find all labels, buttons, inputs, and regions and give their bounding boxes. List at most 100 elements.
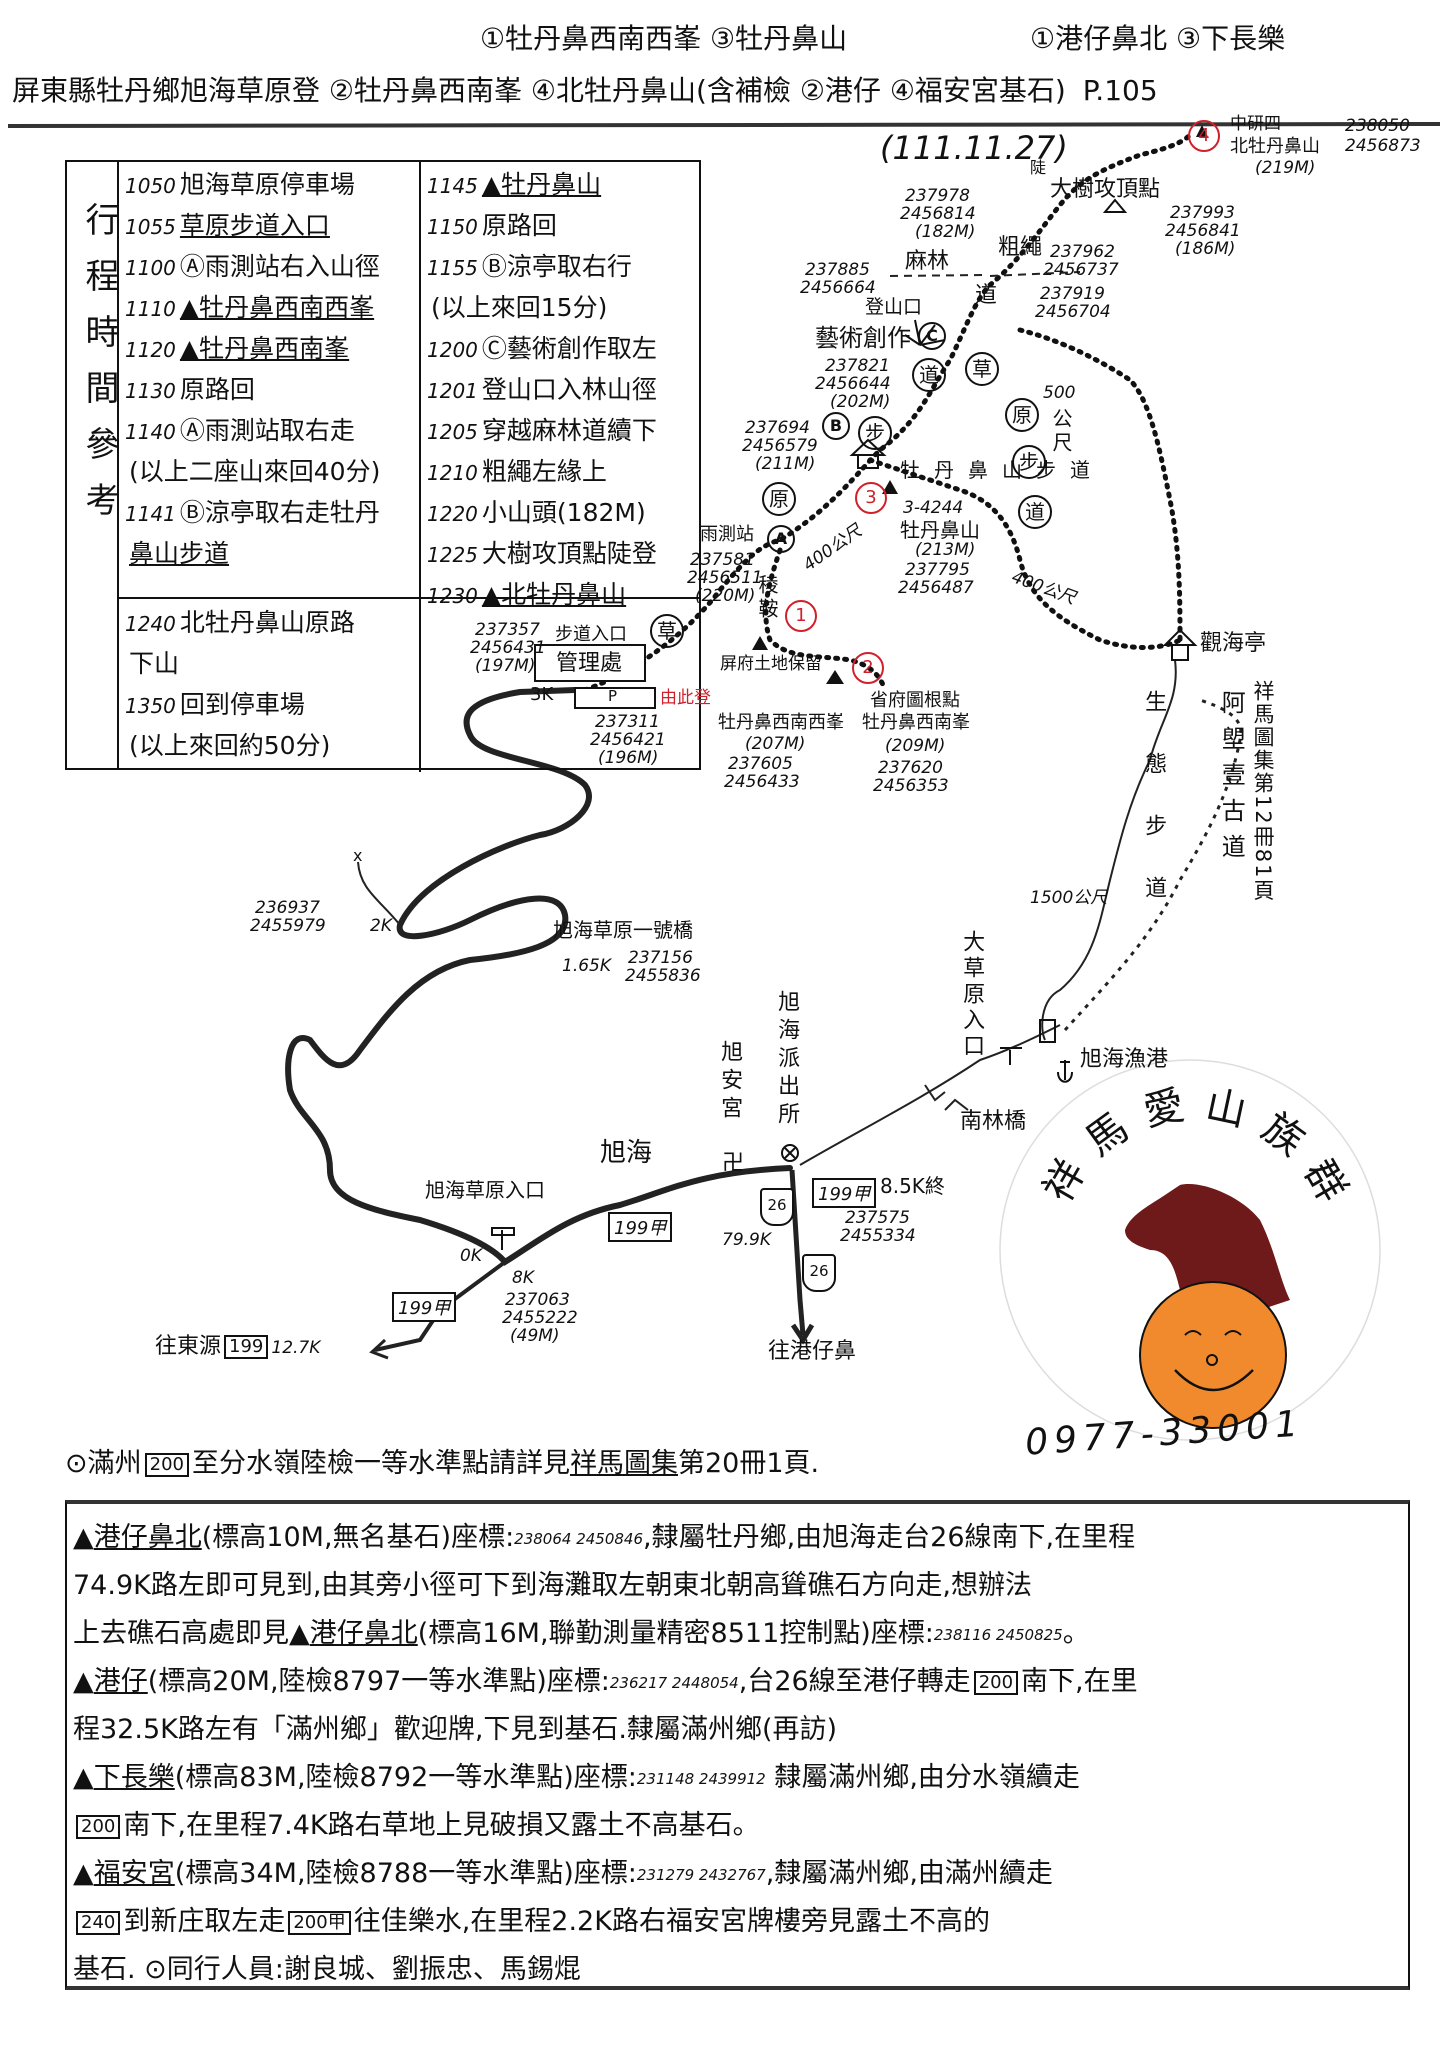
schedule-text: 回到停車場: [179, 690, 305, 719]
eco-trail-label: 生態步道: [1141, 690, 1167, 938]
km-0k: 0K: [460, 1246, 482, 1266]
schedule-text: Ⓐ雨測站取右走: [179, 416, 355, 445]
police-station-label: 旭海派出所: [774, 990, 800, 1130]
gate-elev: (49M): [510, 1326, 560, 1346]
text-segment: 往佳樂水,在里程2.2K路右福安宮牌樓旁見露土不高的: [353, 1906, 990, 1937]
road-26-south: [789, 1169, 815, 1345]
km-8k: 8K: [512, 1268, 534, 1288]
schedule-text: ▲牡丹鼻山: [481, 170, 602, 199]
hill-coord2: 2456814: [900, 204, 976, 224]
schedule-time: 1150: [427, 215, 478, 239]
peak2-elev: (209M): [885, 736, 946, 756]
schedule-text: 下山: [129, 649, 180, 678]
grassland-entrance-label: 大草原入口: [959, 930, 985, 1060]
schedule-row: 下山: [125, 643, 355, 684]
text-segment: (標高83M,陸檢8792一等水準點)座標:: [174, 1762, 637, 1793]
lookout-label: 觀海亭: [1200, 631, 1267, 656]
entrance-coord1: 237357: [475, 620, 540, 640]
text-segment: 第20冊1頁.: [677, 1448, 820, 1479]
gate-icon: [1000, 1019, 1056, 1065]
east-coord2: 2456704: [1035, 302, 1111, 322]
details-box: ▲港仔鼻北(標高10M,無名基石)座標:238064 2450846,隸屬牡丹鄉…: [65, 1500, 1410, 1990]
peak3-coord1: 237795: [905, 560, 970, 580]
schedule-time: 1201: [427, 379, 478, 403]
text-segment: ▲: [73, 1858, 94, 1889]
route-sign: 200: [144, 1452, 189, 1477]
peak1-coord2: 2456433: [724, 772, 800, 792]
bigtree-elev: (186M): [1175, 239, 1236, 259]
peak3-name: 牡丹鼻山: [900, 518, 980, 542]
club-logo: [999, 1059, 1381, 1441]
route-sign: 240: [76, 1910, 121, 1935]
parking-coord2: 2456421: [590, 730, 666, 750]
trail-entrance-label: 步道入口: [555, 624, 627, 645]
gate-icon: [491, 1227, 515, 1250]
peak1-name: 牡丹鼻西南西峯: [718, 712, 844, 733]
details-line: ▲港仔(標高20M,陸檢8797一等水準點)座標:236217 2448054,…: [73, 1658, 1402, 1706]
bridge-nanlin-icon: [924, 1084, 969, 1111]
schedule-text: (以上來回約50分): [129, 731, 331, 760]
side-label-text: 行程時間參考: [79, 202, 119, 538]
peak1-coord1: 237605: [728, 754, 793, 774]
text-segment: 程32.5K路左有「滿州鄉」歡迎牌,下見到基石.隸屬滿州鄉(再訪): [73, 1714, 838, 1745]
text-segment: ▲: [73, 1522, 94, 1553]
management-office-label: 管理處: [556, 651, 623, 676]
trail-char: 原: [762, 482, 796, 516]
peak2-name: 牡丹鼻西南峯: [862, 712, 970, 733]
hill-coord1: 237978: [905, 186, 970, 206]
rain-coord2: 2456511: [687, 568, 763, 588]
trip-date: (111.11.27): [880, 129, 1068, 167]
temple-icon: 卍: [722, 1151, 745, 1176]
peak4-elev: (219M): [1255, 158, 1316, 178]
nanlin-bridge-label: 南林橋: [960, 1109, 1027, 1134]
route-199a-sign: 199甲: [392, 1292, 457, 1322]
schedule-text: 原路回: [179, 375, 255, 404]
parking-coord1: 237311: [595, 712, 660, 732]
schedule-row: (以上二座山來回40分): [125, 451, 380, 492]
text-segment: ⊙滿州: [65, 1448, 142, 1479]
to-dongyuan-label: 往東源: [155, 1334, 222, 1359]
text-segment: 上去礁石高處即見▲: [73, 1618, 310, 1649]
subtitle-left: ①牡丹鼻西南西峯 ③牡丹鼻山: [480, 22, 848, 55]
page-title: 屏東縣牡丹鄉旭海草原登 ②牡丹鼻西南峯 ④北牡丹鼻山(含補檢 ②港仔 ④福安宮基…: [12, 76, 1158, 105]
subtitle-right: ①港仔鼻北 ③下長樂: [1030, 22, 1286, 55]
schedule-text: 旭海草原停車場: [179, 170, 355, 199]
side-road-2k: [357, 861, 401, 926]
bigtree-label: 大樹攻頂點: [1050, 177, 1161, 202]
schedule-row: 1145▲牡丹鼻山: [427, 164, 657, 205]
schedule-text: 原路回: [481, 211, 557, 240]
schedule-time: 1141: [125, 502, 176, 526]
coordinates: 236217 2448054: [609, 1673, 739, 1692]
schedule-text: Ⓑ涼亭取右走牡丹: [179, 498, 380, 527]
route-sign: 200: [973, 1670, 1019, 1695]
peak4-marker: 4: [1188, 120, 1220, 152]
bridge-coord2: 2455836: [625, 966, 701, 986]
peak2-point: 省府圖根點: [870, 690, 960, 711]
art-coord1: 237821: [825, 356, 890, 376]
route-199a-sign: 199甲: [812, 1178, 877, 1208]
page-number: P.105: [1082, 74, 1158, 107]
text-segment: 至分水嶺陸檢一等水準點請詳見: [191, 1448, 570, 1479]
km-1-65k: 1.65K: [562, 956, 611, 976]
schedule-text: 登山口入林山徑: [481, 375, 657, 404]
text-segment: 南下,在里程7.4K路右草地上見破損又露土不高基石。: [123, 1810, 760, 1841]
alangyi-trail: [1063, 698, 1243, 1032]
rain-coord1: 237581: [690, 550, 755, 570]
rope-coord2: 2456737: [1043, 260, 1119, 280]
text-segment: ▲: [73, 1666, 94, 1697]
atlas-reference: 祥馬圖集第12冊81頁: [1251, 680, 1276, 903]
schedule-text: ▲牡丹鼻西南峯: [179, 334, 350, 363]
schedule-time: 1140: [125, 420, 176, 444]
